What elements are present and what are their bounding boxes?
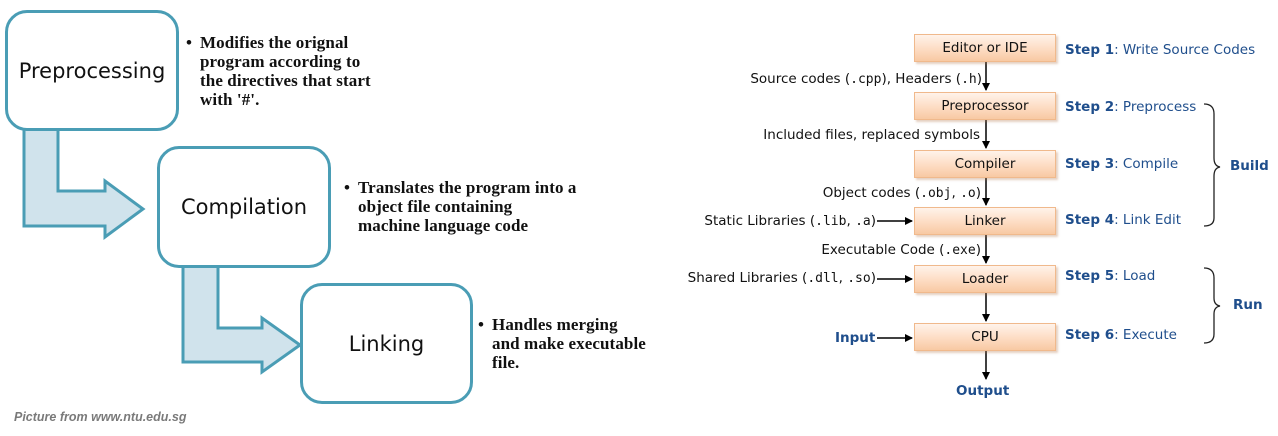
stage-box-linking: Linking: [300, 283, 473, 404]
bent-arrow-preprocessing-to-compilation: [22, 126, 146, 240]
step-4: Step 4: Link Edit: [1065, 212, 1182, 228]
image-credit-caption: Picture from www.ntu.edu.sg: [14, 410, 187, 424]
run-brace: [1203, 267, 1221, 344]
group-label-run: Run: [1233, 297, 1263, 313]
bullet-icon: •: [186, 33, 193, 52]
stage-description-preprocessing: • Modifies the orignal program according…: [186, 33, 371, 109]
step-6: Step 6: Execute: [1065, 327, 1177, 343]
box-preprocessor: Preprocessor: [914, 92, 1056, 120]
input-label: Input: [835, 330, 876, 346]
box-editor-ide: Editor or IDE: [914, 34, 1056, 62]
box-linker: Linker: [914, 207, 1056, 235]
label-static-libraries: Static Libraries (.lib, .a): [704, 213, 876, 229]
stage-description-compilation: • Translates the program into a object f…: [344, 178, 577, 235]
bullet-icon: •: [478, 315, 485, 334]
label-included-files: Included files, replaced symbols: [763, 127, 980, 143]
stage-box-compilation: Compilation: [157, 146, 331, 268]
stage-label: Compilation: [180, 195, 308, 219]
step-3: Step 3: Compile: [1065, 156, 1179, 172]
stage-label: Preprocessing: [18, 58, 166, 83]
build-brace: [1203, 103, 1221, 227]
step-1: Step 1: Write Source Codes: [1065, 42, 1256, 58]
flow-arrows: [877, 62, 990, 380]
step-5: Step 5: Load: [1065, 268, 1156, 284]
box-compiler: Compiler: [914, 150, 1056, 178]
box-cpu: CPU: [914, 323, 1056, 351]
label-shared-libraries: Shared Libraries (.dll, .so): [687, 270, 876, 286]
stage-description-linking: • Handles merging and make executable fi…: [478, 315, 646, 372]
group-label-build: Build: [1230, 158, 1269, 174]
bullet-icon: •: [344, 178, 351, 197]
stage-box-preprocessing: Preprocessing: [5, 10, 179, 131]
label-object-codes: Object codes (.obj, .o): [822, 185, 981, 201]
label-source-codes: Source codes (.cpp), Headers (.h): [750, 71, 982, 87]
bent-arrow-compilation-to-linking: [181, 264, 303, 375]
output-label: Output: [956, 383, 1010, 399]
stage-label: Linking: [348, 331, 425, 356]
box-loader: Loader: [914, 265, 1056, 293]
label-executable-code: Executable Code (.exe): [821, 242, 981, 258]
step-2: Step 2: Preprocess: [1065, 99, 1197, 115]
